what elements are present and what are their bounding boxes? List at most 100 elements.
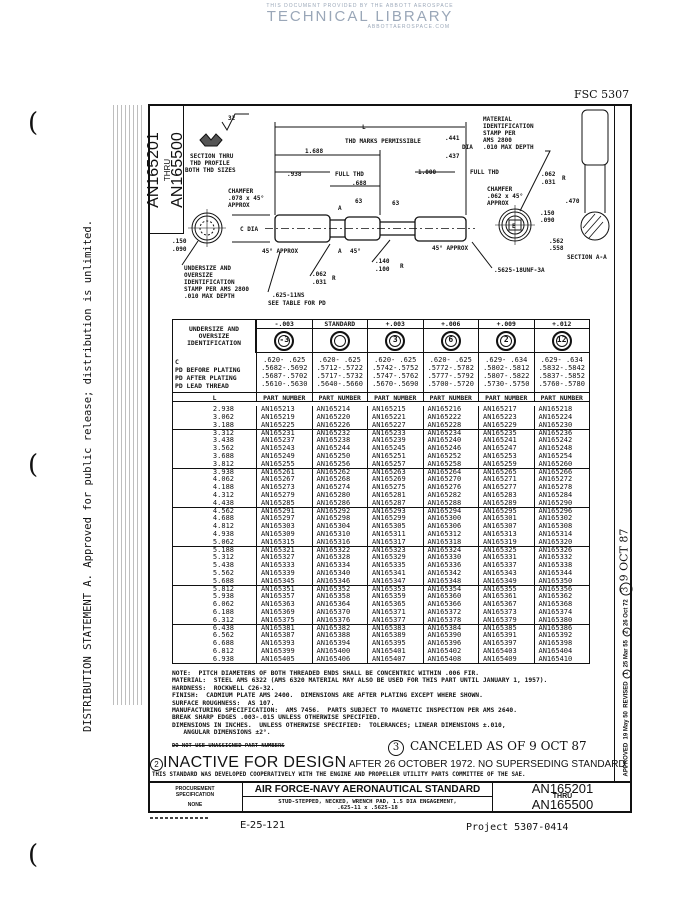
stamp-note-right-1: MATERIAL — [483, 116, 512, 123]
spec-value-pd-before: .5802-.5812 — [483, 364, 530, 372]
spec-value-pd-after: .5687-.5702 — [261, 372, 308, 380]
part-number-header: PART NUMBER — [478, 393, 534, 402]
spec-value-pd-lead: .5610-.5630 — [261, 380, 308, 388]
part-number-cell: AN165274 — [311, 483, 368, 492]
length-cell: 4.062 — [212, 475, 234, 484]
part-number-cell: AN165320 — [533, 538, 590, 547]
dim-chamfer-left: .078 x 45° — [228, 195, 264, 202]
thread-spec-right: .5625-18UNF-3A — [494, 267, 545, 274]
spec-value-pd-after: .5747-.5762 — [372, 372, 419, 380]
part-number-cell: AN165229 — [478, 421, 534, 430]
watermark-line1: THIS DOCUMENT PROVIDED BY THE ABBOTT AER… — [266, 3, 454, 9]
dim-090-right: .090 — [540, 217, 555, 224]
part-number-cell: AN165361 — [478, 592, 534, 601]
part-number-cell: AN165240 — [422, 436, 479, 445]
part-number-header: PART NUMBER — [533, 393, 590, 402]
part-number-cell: AN165272 — [533, 475, 590, 484]
part-number-cell: AN165254 — [533, 452, 590, 461]
length-cell: 6.562 — [212, 631, 234, 640]
part-number-cell: AN165401 — [367, 647, 423, 656]
pitch-spec-values: .629- .634.5832-.5842.5837-.5852.5760-.5… — [535, 353, 590, 388]
dim-558: .558 — [549, 245, 564, 252]
part-number-cell: AN165366 — [422, 600, 479, 609]
stud-body — [265, 214, 475, 243]
size-stamp-symbol: 12 — [551, 330, 572, 351]
part-number-cell: AN165282 — [422, 491, 479, 500]
spec-value-pd-before: .5682-.5692 — [261, 364, 308, 372]
part-number-header: PART NUMBER — [256, 393, 312, 402]
dim-dia-max: .441 — [445, 135, 460, 142]
no-superseding: NO SUPERSEDING STANDARD. — [475, 759, 629, 770]
part-number-cell: AN165276 — [422, 483, 479, 492]
inactive-date: AFTER 26 OCTOBER 1972. — [346, 759, 476, 770]
part-number-cell: AN165394 — [311, 639, 368, 648]
part-number-cell: AN165304 — [311, 522, 368, 531]
length-cell: 5.938 — [212, 592, 234, 601]
label-approx-left: APPROX — [228, 202, 250, 209]
note-line: NOTE: PITCH DIAMETERS OF BOTH THREADED E… — [172, 670, 480, 677]
revision-3-badge: 3 — [619, 583, 633, 596]
note-line: MATERIAL: STEEL AMS 6322 (AMS 6320 MATER… — [172, 677, 548, 685]
part-number-cell: AN165215 — [367, 405, 423, 414]
part-number-cell: AN165253 — [478, 452, 534, 461]
length-cell: 3.062 — [212, 412, 234, 421]
part-number-cell: AN165280 — [311, 491, 368, 500]
dim-r031-right: .031 — [541, 179, 556, 186]
part-number-cell: AN165221 — [367, 413, 423, 422]
revision-strip — [614, 104, 632, 781]
spec-value-pd-lead: .5730-.5750 — [483, 380, 530, 388]
stamp-note-right-2: IDENTIFICATION — [483, 123, 534, 130]
struck-text: DO NOT USE UNASSIGNED PART NUMBERS — [172, 743, 285, 749]
length-cell: 4.188 — [212, 482, 234, 491]
size-column-header: STANDARD.620- .625.5712-.5722.5717-.5732… — [311, 320, 367, 392]
government-notice-text — [113, 105, 143, 705]
part-number-cell: AN165353 — [367, 586, 423, 594]
note-line: BREAK SHARP EDGES .003-.015 UNLESS OTHER… — [172, 714, 381, 722]
part-number-cell: AN165395 — [367, 639, 423, 648]
part-number-cell: AN165309 — [256, 530, 312, 539]
part-number-cell: AN165255 — [256, 460, 312, 469]
label-full-thd-left: FULL THD — [335, 171, 364, 178]
part-number-cell: AN165239 — [367, 436, 423, 445]
revision-1-date: 25 Mar 55 — [623, 640, 630, 668]
part-number-cell: AN165346 — [311, 577, 368, 586]
label-thd-profile: THD PROFILE — [190, 160, 230, 167]
stamp-note-right-4: AMS 2800 — [483, 137, 512, 144]
spec-value-pd-before: .5712-.5722 — [316, 364, 363, 372]
part-number-cell: AN165378 — [422, 616, 479, 625]
part-number-cell: AN165332 — [533, 553, 590, 562]
part-number-cell: AN165256 — [311, 460, 368, 469]
length-cell: 6.938 — [212, 654, 234, 663]
stamp-note-right-3: STAMP PER — [483, 130, 516, 137]
part-number-cell: AN165301 — [478, 514, 534, 523]
part-number-cell: AN165354 — [422, 586, 479, 594]
description-line1: STUD-STEPPED, NECKED, WRENCH PAD, 1.5 DI… — [278, 799, 457, 805]
part-number-cell: AN165219 — [256, 413, 312, 422]
part-number-cell: AN165258 — [422, 460, 479, 469]
part-number-cell: AN165288 — [422, 499, 479, 508]
document-code: E-25-121 — [240, 820, 286, 831]
part-number-cell: AN165344 — [533, 569, 590, 578]
part-number-cell: AN165375 — [256, 616, 312, 625]
stamp-note-left-5: .010 MAX DEPTH — [184, 293, 235, 300]
section-a-a-view — [580, 109, 610, 241]
part-number-cell: AN165342 — [422, 569, 479, 578]
label-thd-marks: THD MARKS PERMISSIBLE — [345, 138, 421, 145]
pitch-spec-values: .629- .634.5802-.5812.5807-.5822.5730-.5… — [479, 353, 534, 388]
length-cell: 6.062 — [212, 599, 234, 608]
note-line: MANUFACTURING SPECIFICATION: AMS 7456. P… — [172, 707, 517, 715]
part-number-cell: AN165271 — [478, 475, 534, 484]
